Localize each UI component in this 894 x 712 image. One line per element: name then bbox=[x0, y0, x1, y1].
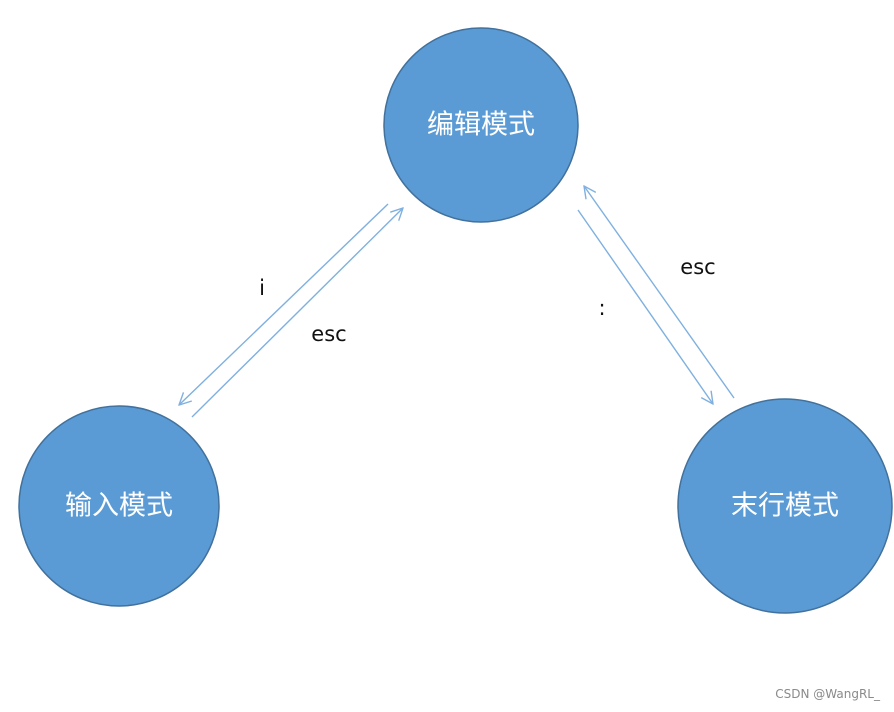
arrow-lastline-to-edit bbox=[584, 186, 735, 399]
node-input-mode: 输入模式 bbox=[18, 405, 220, 607]
label-lastline-to-edit: esc bbox=[680, 255, 715, 279]
node-edit-label: 编辑模式 bbox=[427, 110, 535, 141]
label-edit-to-input: i bbox=[259, 276, 265, 300]
label-input-to-edit: esc bbox=[311, 322, 346, 346]
arrow-edit-to-input bbox=[179, 203, 389, 405]
node-edit-circle bbox=[383, 27, 579, 223]
node-edit-mode: 编辑模式 bbox=[383, 27, 579, 223]
node-lastline-circle bbox=[677, 398, 893, 614]
node-lastline-mode: 末行模式 bbox=[677, 398, 893, 614]
watermark-text: CSDN @WangRL_ bbox=[775, 687, 881, 701]
node-lastline-label: 末行模式 bbox=[731, 491, 839, 522]
arrow-input-to-edit bbox=[191, 208, 403, 418]
node-input-circle bbox=[18, 405, 220, 607]
arrow-edit-to-lastline bbox=[577, 209, 713, 404]
label-edit-to-lastline: : bbox=[598, 296, 605, 320]
node-input-label: 输入模式 bbox=[65, 491, 173, 522]
